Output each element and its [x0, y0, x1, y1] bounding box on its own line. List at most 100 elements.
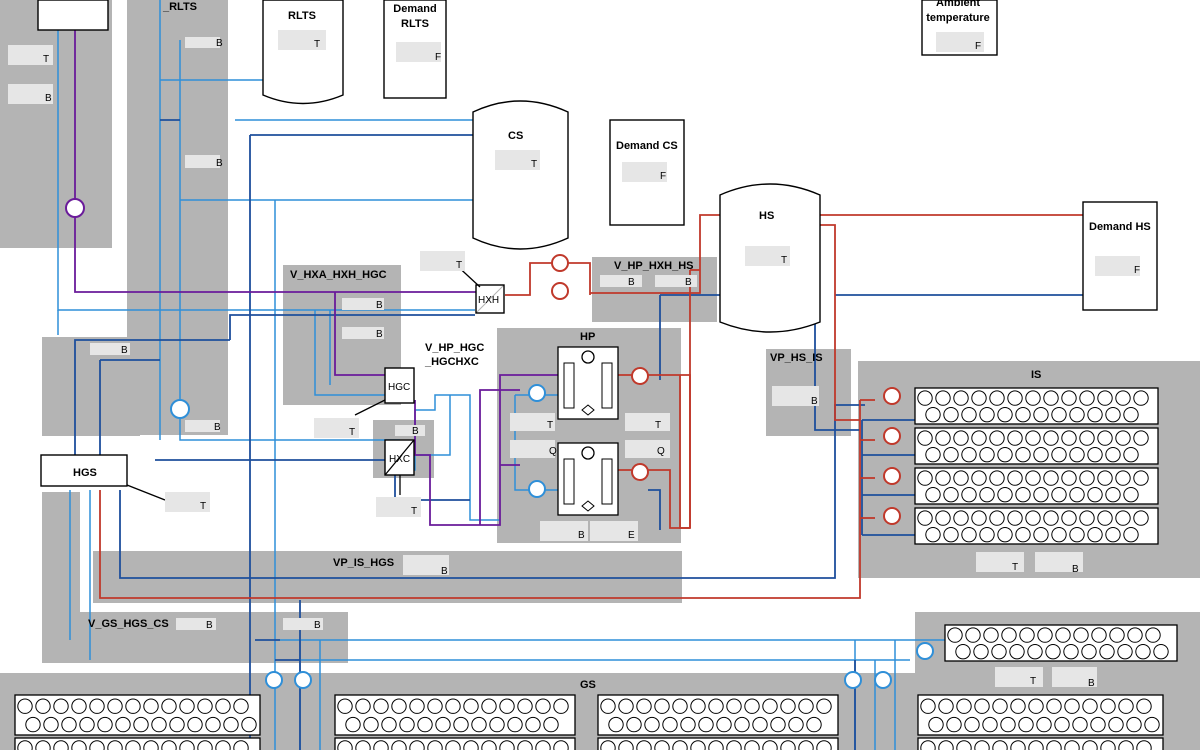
borehole-circle	[1009, 643, 1025, 660]
borehole-circle	[1133, 390, 1149, 406]
borehole-circle	[1090, 716, 1106, 733]
svg-text:B: B	[376, 329, 383, 340]
borehole-circle	[1105, 526, 1121, 543]
borehole-circle	[971, 510, 987, 526]
borehole-circle	[53, 698, 69, 714]
borehole-circle	[780, 740, 796, 750]
borehole-circle	[1108, 716, 1124, 733]
borehole-circle	[399, 716, 415, 733]
borehole-circle	[636, 698, 652, 714]
vp-is-hgs-group	[93, 551, 682, 603]
borehole-circle	[79, 716, 95, 733]
borehole-circle	[690, 740, 706, 750]
borehole-circle	[97, 716, 113, 733]
rlts-valve-group	[127, 0, 228, 435]
rlts-source-group	[0, 0, 112, 248]
borehole-circle	[355, 740, 371, 750]
borehole-circle	[507, 716, 523, 733]
borehole-circle	[946, 716, 962, 733]
svg-text:B: B	[1072, 564, 1079, 575]
borehole-circle	[1123, 486, 1139, 503]
borehole-circle	[974, 698, 990, 714]
borehole-circle	[1046, 740, 1062, 750]
borehole-circle	[997, 446, 1013, 463]
svg-text:B: B	[216, 38, 223, 49]
borehole-circle	[997, 526, 1013, 543]
is-label: IS	[1031, 369, 1041, 381]
borehole-circle	[1054, 716, 1070, 733]
borehole-circle	[435, 716, 451, 733]
borehole-circle	[726, 698, 742, 714]
borehole-circle	[337, 698, 353, 714]
borehole-circle	[1118, 698, 1134, 714]
borehole-circle	[925, 446, 941, 463]
hxh-block	[475, 284, 505, 314]
borehole-circle	[525, 716, 541, 733]
borehole-circle	[89, 698, 105, 714]
borehole-circle	[53, 740, 69, 750]
rlts-source-box	[37, 0, 109, 31]
borehole-circle	[1145, 627, 1161, 643]
borehole-circle	[1025, 390, 1041, 406]
hgc-block	[384, 367, 415, 404]
borehole-circle	[125, 740, 141, 750]
borehole-circle	[672, 740, 688, 750]
borehole-circle	[1007, 390, 1023, 406]
borehole-circle	[517, 740, 533, 750]
svg-text:F: F	[1134, 265, 1140, 276]
borehole-circle	[974, 740, 990, 750]
borehole-circle	[780, 698, 796, 714]
borehole-circle	[1015, 526, 1031, 543]
borehole-circle	[1097, 470, 1113, 486]
red-pipes	[99, 214, 1085, 599]
borehole-circle	[979, 526, 995, 543]
hs-label: HS	[759, 210, 774, 222]
borehole-circle	[1069, 446, 1085, 463]
borehole-circle	[215, 740, 231, 750]
svg-text:B: B	[376, 300, 383, 311]
dark-blue-pipes	[74, 119, 1085, 750]
borehole-circle	[1061, 430, 1077, 446]
borehole-circle	[680, 716, 696, 733]
borehole-circle	[1015, 406, 1031, 423]
borehole-circle	[1025, 430, 1041, 446]
borehole-circle	[499, 698, 515, 714]
borehole-circle	[1136, 698, 1152, 714]
borehole-circle	[1115, 470, 1131, 486]
borehole-circle	[953, 510, 969, 526]
svg-text:B: B	[628, 277, 635, 288]
svg-text:T: T	[43, 54, 49, 65]
borehole-circle	[971, 470, 987, 486]
borehole-circle	[115, 716, 131, 733]
v-hp-hxh-hs-label: V_HP_HXH_HS	[614, 260, 693, 272]
borehole-circle	[427, 698, 443, 714]
borehole-circle	[1033, 526, 1049, 543]
borehole-circle	[788, 716, 804, 733]
borehole-circle	[143, 740, 159, 750]
svg-text:B: B	[441, 566, 448, 577]
borehole-circle	[956, 740, 972, 750]
borehole-circle	[463, 740, 479, 750]
borehole-circle	[762, 740, 778, 750]
borehole-circle	[1097, 510, 1113, 526]
borehole-circle	[956, 698, 972, 714]
borehole-circle	[1105, 406, 1121, 423]
rlts-tank	[262, 0, 344, 105]
borehole-circle	[917, 430, 933, 446]
borehole-circle	[979, 446, 995, 463]
borehole-circle	[1079, 430, 1095, 446]
borehole-circle	[1001, 627, 1017, 643]
borehole-circle	[917, 390, 933, 406]
borehole-circle	[938, 698, 954, 714]
svg-text:T: T	[1012, 562, 1018, 573]
borehole-circle	[1025, 470, 1041, 486]
vp-hs-is-label: VP_HS_IS	[770, 352, 823, 364]
borehole-circle	[989, 470, 1005, 486]
hp-label: HP	[580, 331, 595, 343]
gs-label: GS	[580, 679, 596, 691]
borehole-circle	[961, 526, 977, 543]
borehole-circle	[1028, 698, 1044, 714]
hxc-diagonal	[384, 439, 415, 476]
borehole-circle	[1043, 390, 1059, 406]
borehole-circle	[1055, 627, 1071, 643]
